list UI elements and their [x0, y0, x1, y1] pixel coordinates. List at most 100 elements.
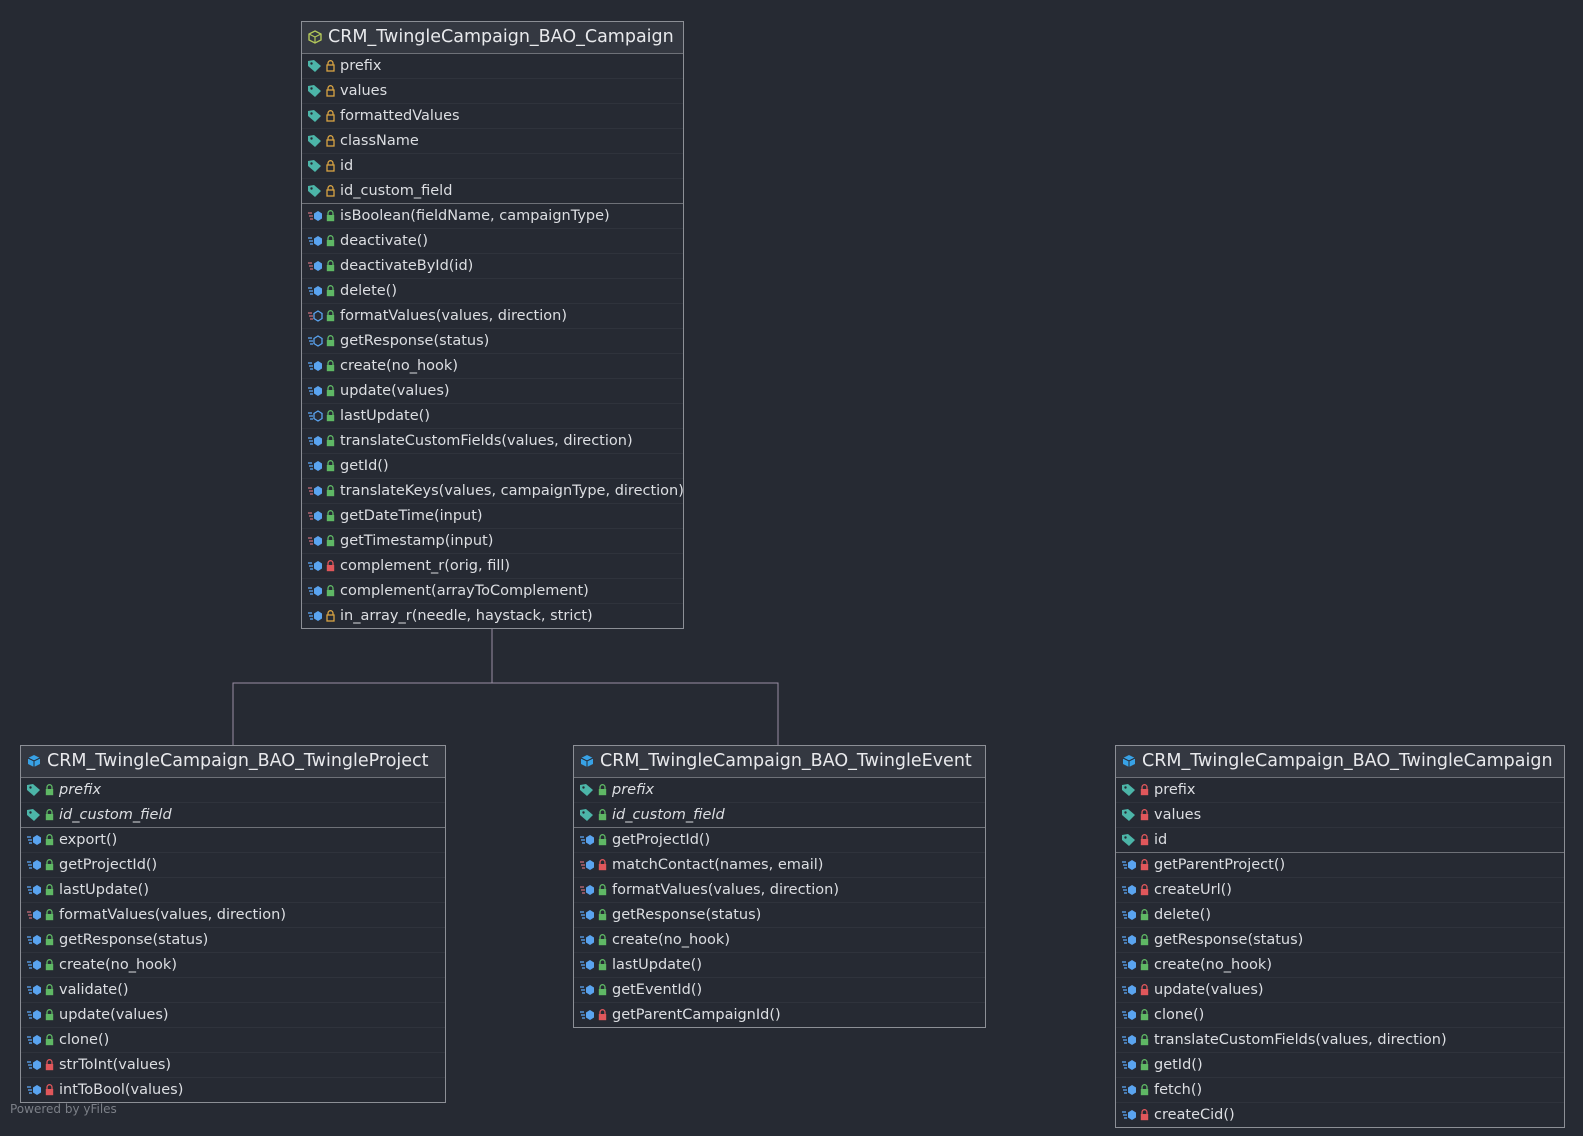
method-row[interactable]: formatValues(values, direction) — [574, 878, 985, 903]
method-row[interactable]: update(values) — [1116, 978, 1564, 1003]
protected-lock-icon — [326, 135, 335, 147]
method-row[interactable]: getParentProject() — [1116, 853, 1564, 878]
method-row[interactable]: lastUpdate() — [574, 953, 985, 978]
method-icon — [1122, 935, 1136, 945]
method-row[interactable]: delete() — [1116, 903, 1564, 928]
method-row[interactable]: fetch() — [1116, 1078, 1564, 1103]
method-row[interactable]: complement(arrayToComplement) — [302, 579, 683, 604]
method-row[interactable]: clone() — [1116, 1003, 1564, 1028]
method-icon — [308, 586, 322, 596]
private-lock-icon — [1140, 834, 1149, 846]
public-lock-icon — [326, 435, 335, 447]
method-row[interactable]: complement_r(orig, fill) — [302, 554, 683, 579]
method-row[interactable]: formatValues(values, direction) — [21, 903, 445, 928]
method-label: deactivate() — [340, 233, 429, 249]
field-row[interactable]: prefix — [1116, 778, 1564, 803]
field-row[interactable]: values — [302, 79, 683, 104]
field-row[interactable]: prefix — [302, 54, 683, 79]
field-row[interactable]: className — [302, 129, 683, 154]
method-row[interactable]: deactivateById(id) — [302, 254, 683, 279]
field-row[interactable]: formattedValues — [302, 104, 683, 129]
method-row[interactable]: getDateTime(input) — [302, 504, 683, 529]
method-icon — [1122, 985, 1136, 995]
class-name: CRM_TwingleCampaign_BAO_TwingleEvent — [600, 751, 972, 771]
method-row[interactable]: lastUpdate() — [21, 878, 445, 903]
method-row[interactable]: matchContact(names, email) — [574, 853, 985, 878]
field-row[interactable]: id — [302, 154, 683, 179]
method-label: formatValues(values, direction) — [340, 308, 567, 324]
public-lock-icon — [45, 784, 54, 796]
method-row[interactable]: translateKeys(values, campaignType, dire… — [302, 479, 684, 504]
method-row[interactable]: createUrl() — [1116, 878, 1564, 903]
method-row[interactable]: translateCustomFields(values, direction) — [302, 429, 683, 454]
method-row[interactable]: create(no_hook) — [1116, 953, 1564, 978]
public-lock-icon — [598, 909, 607, 921]
method-row[interactable]: create(no_hook) — [574, 928, 985, 953]
method-icon — [580, 985, 594, 995]
method-row[interactable]: update(values) — [302, 379, 683, 404]
method-row[interactable]: getId() — [1116, 1053, 1564, 1078]
method-label: isBoolean(fieldName, campaignType) — [340, 208, 610, 224]
class-icon — [27, 755, 41, 767]
method-row[interactable]: translateCustomFields(values, direction) — [1116, 1028, 1564, 1053]
method-row[interactable]: getResponse(status) — [1116, 928, 1564, 953]
method-row[interactable]: lastUpdate() — [302, 404, 683, 429]
method-row[interactable]: getResponse(status) — [21, 928, 445, 953]
method-row[interactable]: getTimestamp(input) — [302, 529, 683, 554]
field-row[interactable]: values — [1116, 803, 1564, 828]
method-row[interactable]: getResponse(status) — [574, 903, 985, 928]
method-label: update(values) — [59, 1007, 169, 1023]
private-lock-icon — [598, 859, 607, 871]
static-method-icon — [308, 511, 322, 521]
method-row[interactable]: formatValues(values, direction) — [302, 304, 683, 329]
public-lock-icon — [326, 235, 335, 247]
method-row[interactable]: deactivate() — [302, 229, 683, 254]
method-label: in_array_r(needle, haystack, strict) — [340, 608, 593, 624]
method-row[interactable]: create(no_hook) — [302, 354, 683, 379]
method-row[interactable]: validate() — [21, 978, 445, 1003]
method-row[interactable]: isBoolean(fieldName, campaignType) — [302, 204, 683, 229]
method-icon — [27, 885, 41, 895]
public-lock-icon — [326, 510, 335, 522]
field-tag-icon — [308, 110, 321, 122]
method-label: lastUpdate() — [612, 957, 702, 973]
protected-lock-icon — [326, 60, 335, 72]
method-row[interactable]: getParentCampaignId() — [574, 1003, 985, 1027]
method-row[interactable]: getProjectId() — [574, 828, 985, 853]
class-header[interactable]: CRM_TwingleCampaign_BAO_Campaign — [302, 22, 683, 54]
public-lock-icon — [598, 959, 607, 971]
method-label: createCid() — [1154, 1107, 1235, 1123]
method-row[interactable]: createCid() — [1116, 1103, 1564, 1127]
method-row[interactable]: update(values) — [21, 1003, 445, 1028]
field-row[interactable]: prefix — [574, 778, 985, 803]
field-row[interactable]: id_custom_field — [574, 803, 985, 827]
static-method-icon — [308, 261, 322, 271]
method-row[interactable]: export() — [21, 828, 445, 853]
field-row[interactable]: id_custom_field — [302, 179, 683, 203]
method-row[interactable]: strToInt(values) — [21, 1053, 445, 1078]
field-row[interactable]: id — [1116, 828, 1564, 852]
method-row[interactable]: getEventId() — [574, 978, 985, 1003]
class-header[interactable]: CRM_TwingleCampaign_BAO_TwingleProject — [21, 746, 445, 778]
method-row[interactable]: delete() — [302, 279, 683, 304]
public-lock-icon — [1140, 1059, 1149, 1071]
public-lock-icon — [1140, 1009, 1149, 1021]
public-lock-icon — [598, 934, 607, 946]
method-row[interactable]: intToBool(values) — [21, 1078, 445, 1102]
class-header[interactable]: CRM_TwingleCampaign_BAO_TwingleCampaign — [1116, 746, 1564, 778]
method-row[interactable]: getProjectId() — [21, 853, 445, 878]
method-row[interactable]: in_array_r(needle, haystack, strict) — [302, 604, 683, 628]
field-row[interactable]: id_custom_field — [21, 803, 445, 827]
method-row[interactable]: create(no_hook) — [21, 953, 445, 978]
method-row[interactable]: clone() — [21, 1028, 445, 1053]
field-tag-icon — [1122, 834, 1135, 846]
method-row[interactable]: getId() — [302, 454, 683, 479]
method-row[interactable]: getResponse(status) — [302, 329, 683, 354]
class-header[interactable]: CRM_TwingleCampaign_BAO_TwingleEvent — [574, 746, 985, 778]
field-row[interactable]: prefix — [21, 778, 445, 803]
